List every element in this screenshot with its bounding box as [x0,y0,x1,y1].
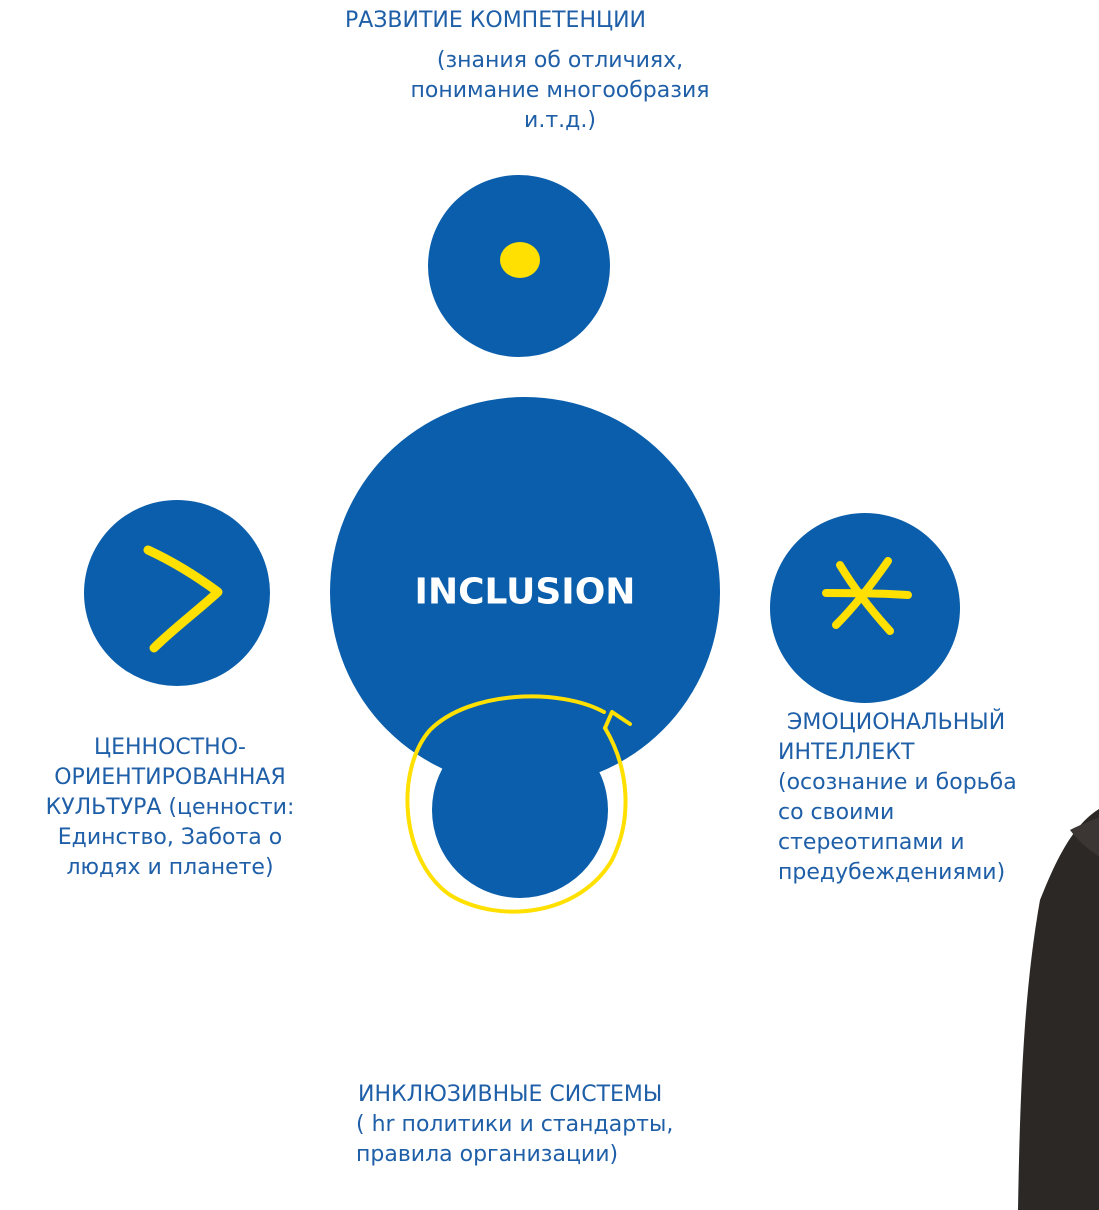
emotional-circle [770,513,960,703]
culture-text: ЦЕННОСТНО- ОРИЕНТИРОВАННАЯ КУЛЬТУРА (цен… [45,735,295,880]
top-detail: (знания об отличиях, понимание многообра… [410,48,710,133]
culture-circle [84,500,270,686]
asterisk-icon [822,557,912,635]
emotional-detail: ИНТЕЛЛЕКТ (осознание и борьба со своими … [778,740,1017,885]
systems-detail: ( hr политики и стандарты, правила орган… [356,1112,674,1167]
person-photo-silhouette [1018,809,1099,1210]
dot-icon [500,242,540,278]
top-title: РАЗВИТИЕ КОМПЕТЕНЦИИ [345,8,646,33]
emotional-title: ЭМОЦИОНАЛЬНЫЙ [780,710,1006,735]
systems-circle [432,722,608,898]
chevron-right-icon [143,545,223,653]
competence-circle [428,175,610,357]
inclusion-label: INCLUSION [414,571,636,613]
systems-title: ИНКЛЮЗИВНЫЕ СИСТЕМЫ [358,1082,663,1107]
